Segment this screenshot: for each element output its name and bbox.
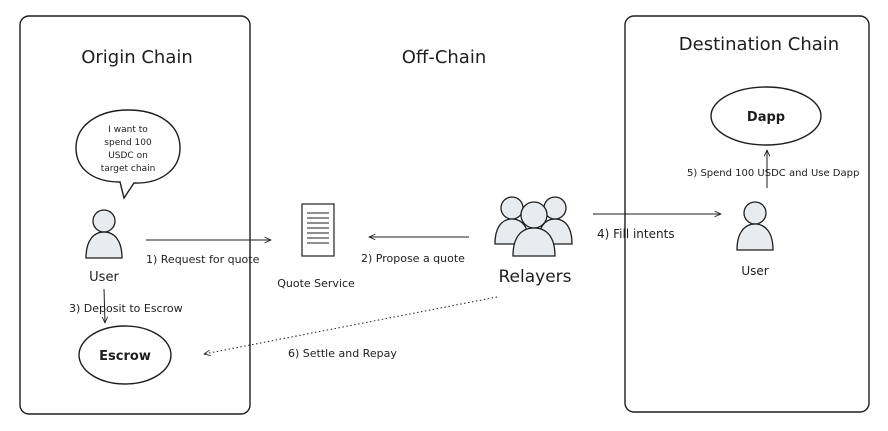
- step-1-label: 1) Request for quote: [146, 253, 260, 266]
- quote-service-label: Quote Service: [277, 277, 355, 290]
- quote-service-node: Quote Service: [277, 203, 355, 290]
- speech-line-3: USDC on: [108, 151, 148, 161]
- escrow-node: Escrow: [78, 325, 172, 385]
- origin-user-label: User: [89, 270, 119, 285]
- speech-line-2: spend 100: [104, 138, 152, 148]
- settle-repay-arrow: [204, 296, 498, 354]
- step-3-label: 3) Deposit to Escrow: [69, 302, 183, 315]
- escrow-ellipse: [78, 325, 172, 385]
- dapp-label: Dapp: [747, 110, 785, 125]
- origin-user: User: [85, 209, 123, 285]
- escrow-label: Escrow: [99, 349, 151, 364]
- step-6-label: 6) Settle and Repay: [288, 347, 397, 360]
- origin-chain-section: Origin Chain: [19, 15, 251, 415]
- relayers-group-icon: [494, 196, 573, 257]
- relayers-label: Relayers: [498, 267, 571, 287]
- off-chain-title: Off-Chain: [402, 47, 486, 68]
- user-icon: [85, 209, 123, 259]
- origin-chain-box: [19, 15, 251, 415]
- origin-chain-title: Origin Chain: [81, 47, 193, 68]
- deposit-arrow: [104, 288, 105, 323]
- step-2-label: 2) Propose a quote: [361, 252, 465, 265]
- destination-user: User: [736, 201, 774, 278]
- step-5-label: 5) Spend 100 USDC and Use Dapp: [687, 168, 859, 179]
- destination-user-label: User: [741, 264, 768, 278]
- dapp-node: Dapp: [710, 86, 822, 146]
- dapp-ellipse: [710, 86, 822, 146]
- relayers-node: Relayers: [494, 196, 573, 287]
- server-icon: [301, 203, 335, 257]
- speech-bubble-shape: [75, 109, 181, 200]
- destination-chain-title: Destination Chain: [679, 34, 839, 55]
- step-4-label: 4) Fill intents: [597, 227, 675, 241]
- speech-bubble: I want to spend 100 USDC on target chain: [75, 109, 181, 200]
- user-icon: [736, 201, 774, 251]
- speech-line-1: I want to: [108, 125, 148, 135]
- speech-line-4: target chain: [101, 164, 156, 174]
